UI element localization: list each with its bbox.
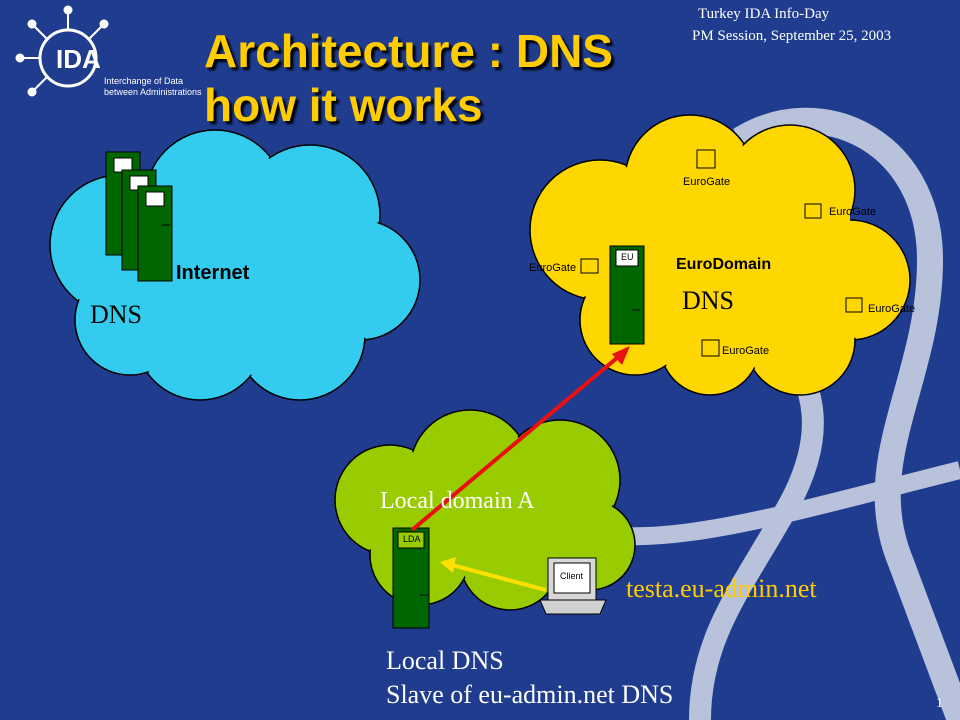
local-server-label: LDA bbox=[403, 534, 421, 544]
slide-title-line2: how it works bbox=[204, 79, 483, 131]
eurodomain-dns-label: DNS bbox=[682, 286, 735, 315]
red-query-arrow bbox=[410, 346, 630, 532]
eurodomain-dns-server bbox=[609, 245, 645, 345]
local-domain-label: Local domain A bbox=[380, 488, 535, 514]
eurogate-label: EuroGate bbox=[529, 262, 577, 274]
client-hostname: testa.eu-admin.net bbox=[626, 574, 817, 603]
internet-dns-label: DNS bbox=[90, 300, 143, 329]
page-number: 1 bbox=[936, 696, 943, 711]
slide-title-line1: Architecture : DNS bbox=[204, 25, 613, 77]
internet-label: Internet bbox=[176, 262, 250, 284]
eurogate-icons bbox=[580, 149, 863, 357]
logo-tagline-line2: between Administrations bbox=[104, 87, 202, 97]
eurogate-label: EuroGate bbox=[829, 206, 877, 218]
client-workstation bbox=[539, 557, 607, 615]
logo-name: IDA bbox=[56, 44, 101, 74]
ida-logo-mark bbox=[15, 5, 109, 97]
yellow-query-arrow bbox=[440, 557, 547, 592]
eurodomain-server-label: EU bbox=[621, 252, 634, 262]
eurogate-label: EuroGate bbox=[722, 345, 770, 357]
eurogate-label: EuroGate bbox=[683, 176, 731, 188]
eurogate-label: EuroGate bbox=[868, 303, 916, 315]
local-dns-server bbox=[392, 527, 430, 629]
slave-dns-caption: Slave of eu-admin.net DNS bbox=[386, 680, 674, 709]
local-dns-caption: Local DNS bbox=[386, 646, 504, 675]
eurodomain-label: EuroDomain bbox=[676, 256, 772, 273]
logo-tagline-line1: Interchange of Data bbox=[104, 76, 184, 86]
internet-dns-servers bbox=[105, 151, 173, 282]
event-title: Turkey IDA Info-Day bbox=[698, 6, 830, 22]
event-session: PM Session, September 25, 2003 bbox=[692, 28, 892, 44]
client-label: Client bbox=[560, 571, 584, 581]
